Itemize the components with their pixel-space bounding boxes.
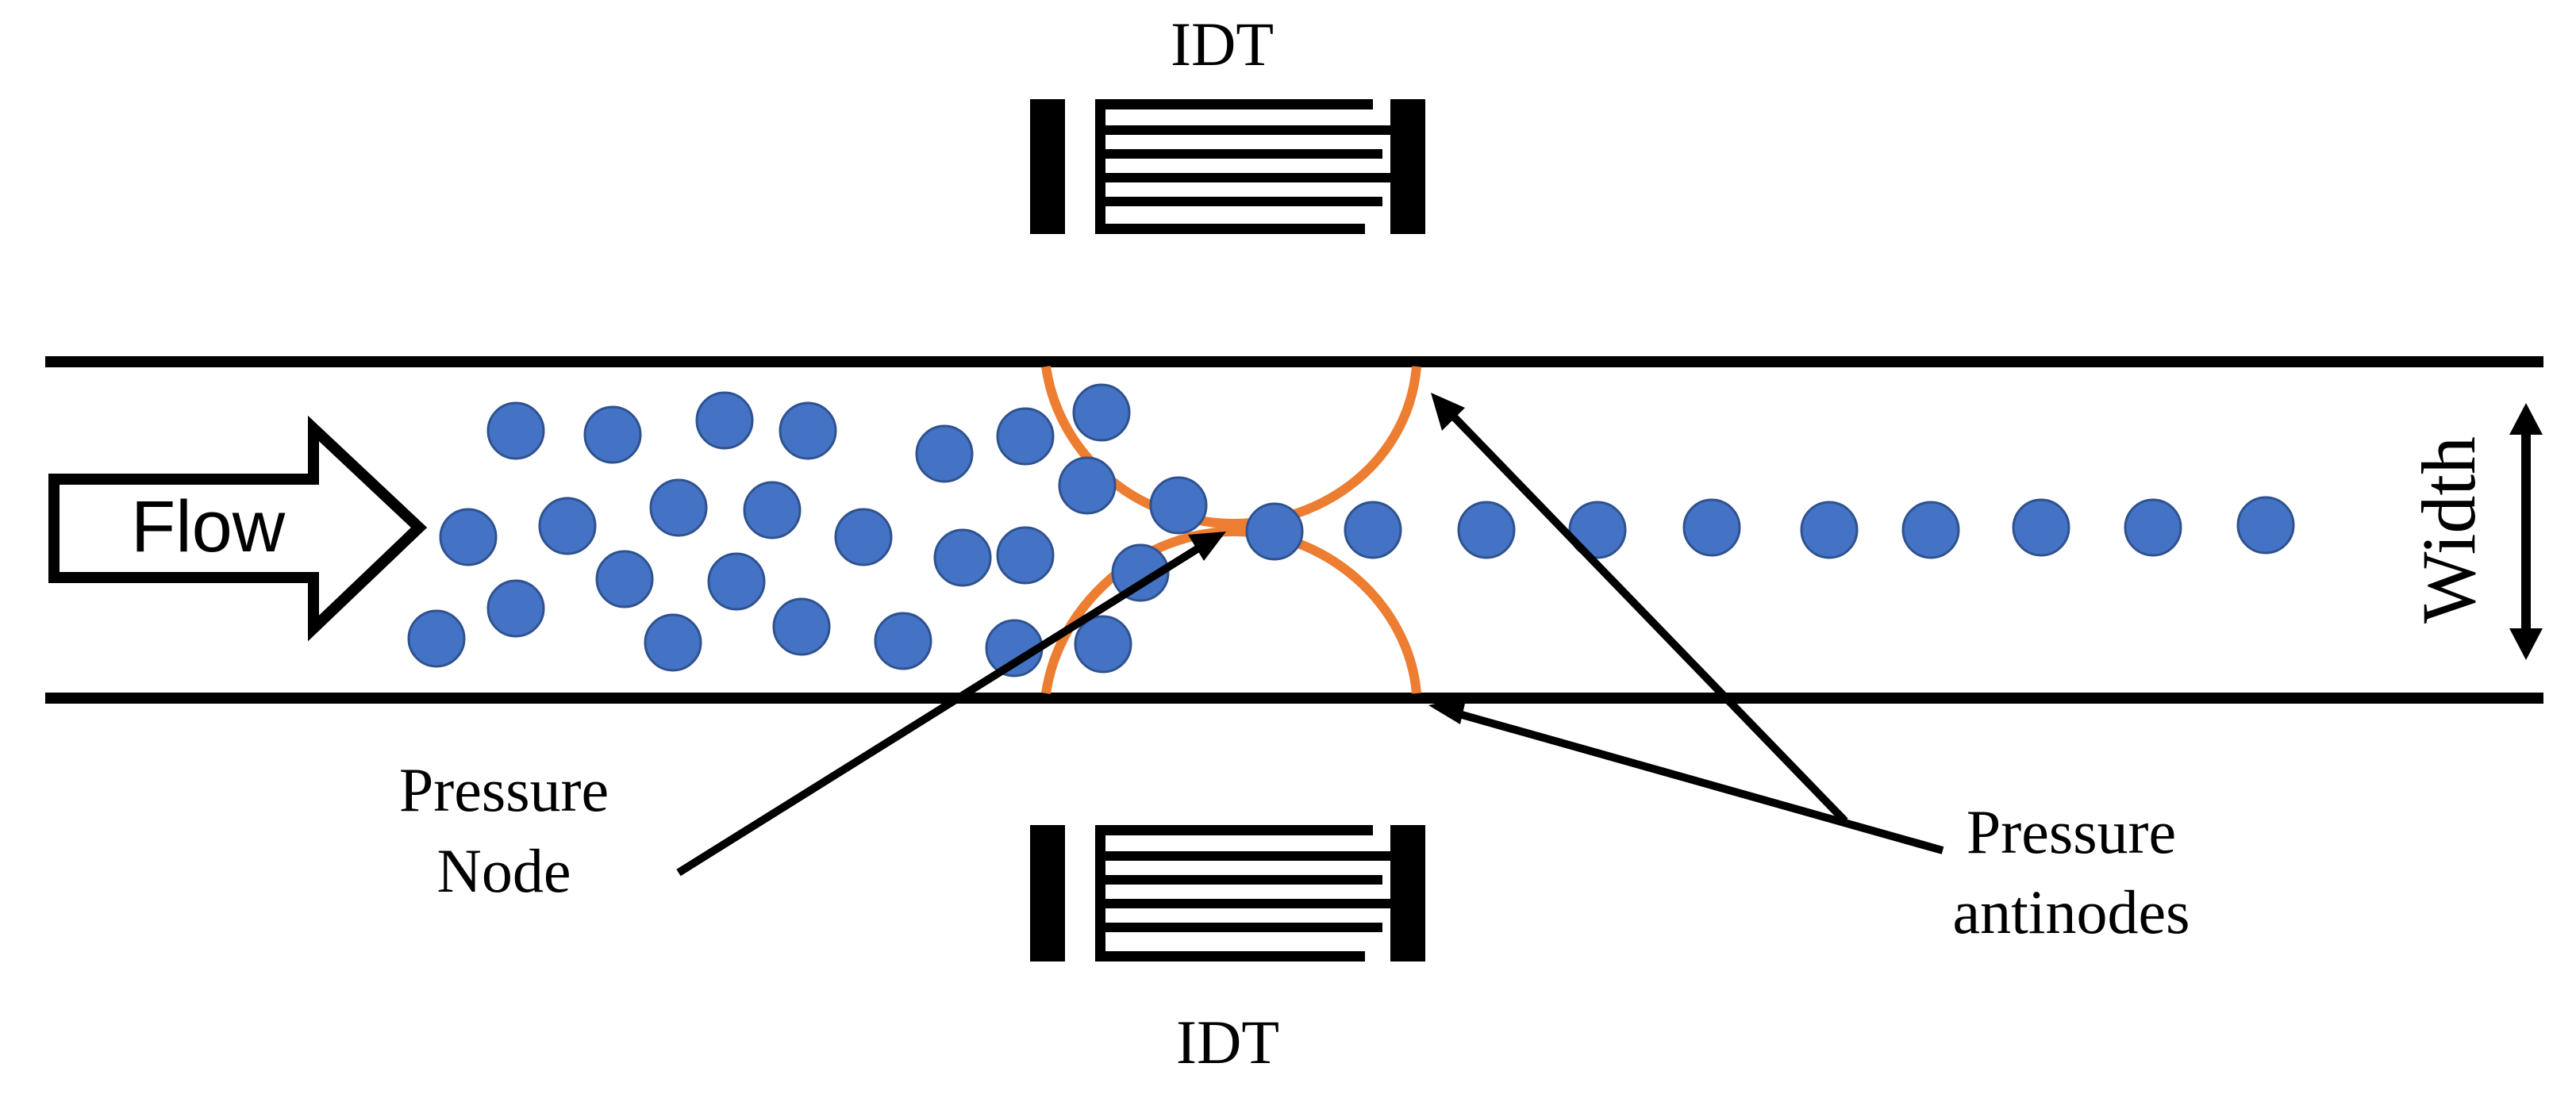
pressure-node-label-line2: Node (437, 836, 571, 905)
particle (1149, 476, 1208, 535)
particle (933, 528, 992, 587)
idt-top-electrode (1030, 99, 1425, 234)
pressure-antinode-curve-bottom (1041, 526, 1421, 694)
width-label: Width (2406, 436, 2491, 624)
particle (1111, 543, 1170, 602)
idt-bottom-electrode (1030, 825, 1425, 962)
pressure-antinodes-label-line2: antinodes (1953, 877, 2190, 946)
particle (644, 613, 702, 672)
particle (996, 526, 1055, 585)
particle (1058, 456, 1117, 515)
particle (1800, 501, 1859, 559)
particle (439, 508, 498, 566)
particle (695, 391, 754, 450)
particle (834, 508, 893, 566)
particle (2236, 496, 2295, 555)
pressure-antinode-arrow-top (1431, 393, 1848, 824)
particle (996, 407, 1055, 466)
particles-group (407, 383, 2295, 678)
particle (407, 609, 466, 668)
particle (649, 478, 708, 537)
particle (1072, 383, 1131, 442)
particle (486, 401, 545, 460)
particle (707, 552, 766, 611)
idt-bottom-label: IDT (1176, 1008, 1279, 1077)
particle (583, 405, 642, 464)
particle (1344, 501, 1402, 559)
particle (1682, 498, 1741, 557)
pressure-antinodes-label-line1: Pressure (1967, 797, 2176, 866)
particle (1245, 502, 1304, 561)
particle (1568, 501, 1627, 559)
width-double-arrow (2509, 403, 2543, 660)
particle (874, 612, 932, 670)
particle (1457, 501, 1516, 559)
particle (1901, 501, 1960, 559)
particle (772, 597, 831, 656)
idt-top-label: IDT (1171, 10, 1274, 79)
flow-arrow (48, 415, 428, 642)
particle (743, 481, 802, 539)
flow-label: Flow (131, 486, 286, 567)
pressure-antinode-curve-top (1041, 366, 1421, 529)
particle (2124, 498, 2182, 557)
particle (538, 497, 597, 555)
pressure-antinode-arrow-bottom (1428, 697, 1944, 854)
particle (779, 401, 837, 460)
particle (595, 550, 654, 608)
pressure-node-arrow (676, 532, 1226, 877)
pressure-node-label-line1: Pressure (399, 755, 609, 824)
particle (486, 579, 545, 638)
particle (915, 424, 974, 483)
particle (1074, 615, 1132, 674)
particle (2012, 498, 2070, 557)
